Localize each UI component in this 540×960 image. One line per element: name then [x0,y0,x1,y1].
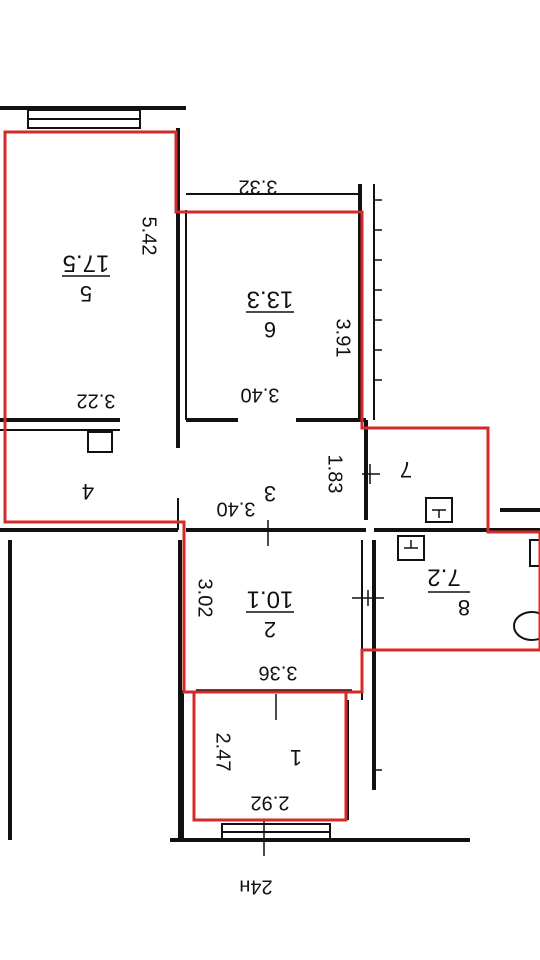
room-2-number: 2 [264,617,276,642]
dim-183: 1.83 [324,455,346,494]
sink-right [529,539,540,567]
room-4-number: 4 [82,479,94,504]
dim-391: 3.91 [332,319,354,358]
floor-label: 24н [239,876,272,898]
room-6: 13.3 6 [246,286,294,342]
apartment-outline [3,130,540,822]
radiator-room-4 [87,431,113,453]
dim-322: 3.22 [77,390,116,412]
room-2-area: 10.1 [247,586,294,613]
room-2: 10.1 2 [246,586,294,642]
room-5: 17.5 5 [62,250,110,306]
walls [0,106,540,842]
room-8: 7.2 8 [427,564,470,621]
room-7-number: 7 [400,457,412,482]
dim-302: 3.02 [194,579,216,618]
dimension-ticks [196,464,384,856]
dim-542: 5.42 [138,217,160,256]
room-3-number: 3 [264,481,276,506]
fixture-room-7 [425,497,453,523]
dim-332: 3.32 [239,176,278,198]
room-8-number: 8 [458,595,470,620]
room-6-number: 6 [264,317,276,342]
dim-247: 2.47 [212,733,234,772]
room-8-area: 7.2 [427,564,460,591]
room-1-number: 1 [290,745,302,770]
dim-340b: 3.40 [217,498,256,520]
room-6-area: 13.3 [247,286,294,313]
dim-336: 3.36 [259,662,298,684]
dim-340a: 3.40 [241,384,280,406]
room-5-area: 17.5 [63,250,110,277]
dim-292: 2.92 [251,792,290,814]
bath-right [513,611,540,641]
fixture-room-8 [397,535,425,561]
room-5-number: 5 [80,281,92,306]
